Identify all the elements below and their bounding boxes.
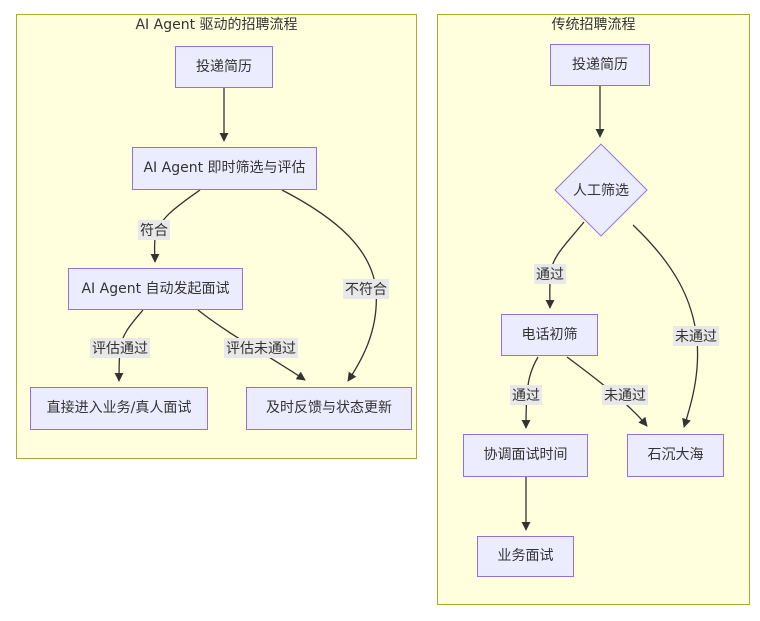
cluster-title-ai-agent: AI Agent 驱动的招聘流程 xyxy=(135,17,298,33)
edge-label-pass2: 通过 xyxy=(510,385,542,405)
node-sink-in-sea: 石沉大海 xyxy=(627,434,724,477)
edge-label-fail1: 未通过 xyxy=(673,326,719,346)
node-business-interview: 业务面试 xyxy=(477,536,574,577)
node-ai-auto-interview: AI Agent 自动发起面试 xyxy=(68,268,243,310)
edge-label-eval-pass: 评估通过 xyxy=(90,338,150,358)
node-timely-feedback: 及时反馈与状态更新 xyxy=(246,387,412,430)
node-schedule-interview: 协调面试时间 xyxy=(463,434,588,477)
node-submit-resume-left: 投递简历 xyxy=(175,46,273,88)
edge-label-eval-fail: 评估未通过 xyxy=(224,338,298,358)
edge-label-pass1: 通过 xyxy=(534,264,566,284)
edge-label-match: 符合 xyxy=(138,220,170,240)
edge-label-fail2: 未通过 xyxy=(602,385,648,405)
node-submit-resume-right: 投递简历 xyxy=(550,44,650,86)
node-ai-screen-evaluate: AI Agent 即时筛选与评估 xyxy=(132,147,317,190)
node-direct-real-interview: 直接进入业务/真人面试 xyxy=(30,387,208,430)
cluster-title-traditional: 传统招聘流程 xyxy=(551,17,636,33)
cluster-traditional-process xyxy=(437,14,750,605)
node-phone-screen: 电话初筛 xyxy=(501,314,598,356)
node-manual-screen-label: 人工筛选 xyxy=(573,183,629,199)
edge-label-no-match: 不符合 xyxy=(343,279,389,299)
